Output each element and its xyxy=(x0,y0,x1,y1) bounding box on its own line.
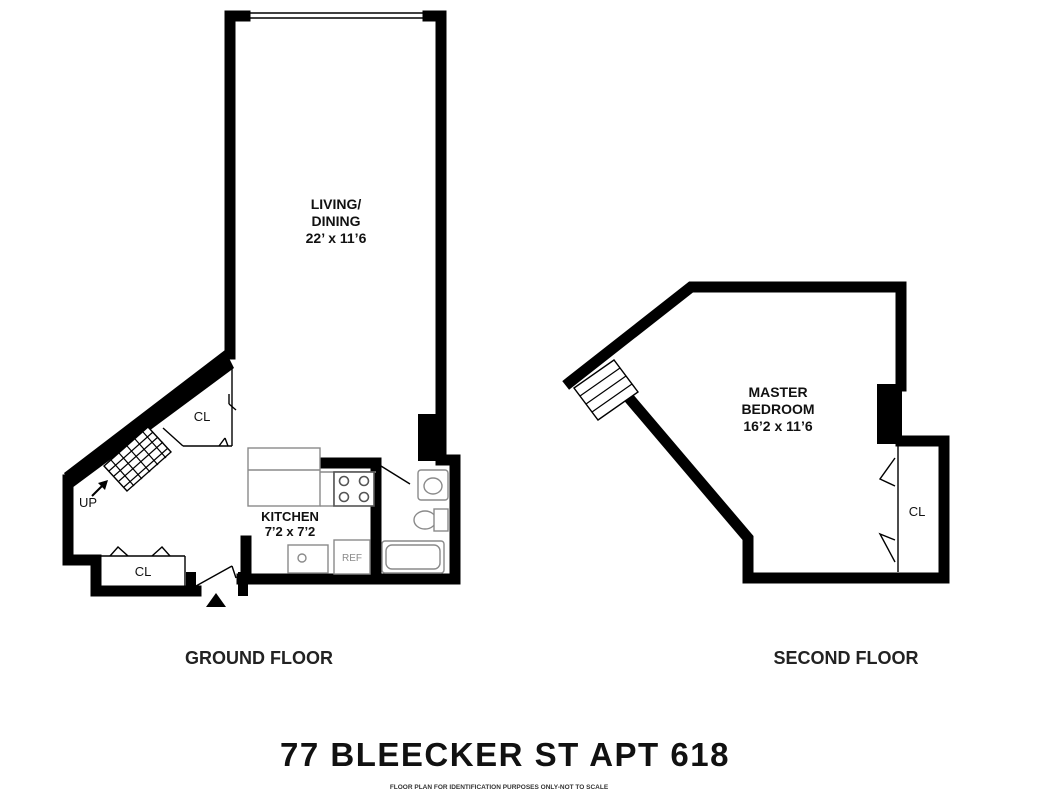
kitchen-dimensions: 7’2 x 7’2 xyxy=(265,524,316,539)
bathroom-sink xyxy=(417,469,449,501)
stove xyxy=(333,471,375,507)
bedroom-stairs xyxy=(573,359,639,421)
living-dining-dimensions: 22’ x 11’6 xyxy=(306,230,367,246)
stairs xyxy=(103,426,172,492)
living-room-left-wall xyxy=(224,10,251,360)
living-dining-name-line2: DINING xyxy=(312,213,361,229)
bedroom-lower-walls xyxy=(621,390,950,584)
second-floor-plan: CL MASTER BEDROOM 16’2 x 11’6 SECOND FLO… xyxy=(562,281,950,668)
kitchen-top-wall xyxy=(316,457,382,585)
bedroom-closet-label: CL xyxy=(909,504,926,519)
entry-jamb-left xyxy=(186,572,196,596)
ground-floor-plan: CL UP CL xyxy=(62,10,461,668)
entry-arrow-icon xyxy=(206,593,226,607)
entry-door xyxy=(195,565,237,587)
bathtub xyxy=(381,540,445,574)
stairs-up-arrow-icon xyxy=(91,480,108,497)
toilet xyxy=(413,508,449,532)
kitchen-sink xyxy=(287,544,329,574)
closet-lower-label: CL xyxy=(135,564,152,579)
living-room-right-wall xyxy=(422,10,447,466)
master-bedroom-dimensions: 16’2 x 11’6 xyxy=(743,418,813,434)
master-bedroom-name-line2: BEDROOM xyxy=(741,401,814,417)
refrigerator-label: REF xyxy=(342,553,362,564)
bedroom-column xyxy=(877,384,902,444)
kitchen-name: KITCHEN xyxy=(261,509,319,524)
front-wall-right xyxy=(236,454,461,585)
closet-lower xyxy=(96,546,186,586)
bedroom-upper-walls xyxy=(562,281,907,392)
diagonal-wall xyxy=(64,350,234,488)
window xyxy=(245,12,428,19)
bathroom-door xyxy=(380,465,411,485)
disclaimer-text: FLOOR PLAN FOR IDENTIFICATION PURPOSES O… xyxy=(390,784,609,791)
master-bedroom-name-line1: MASTER xyxy=(748,384,807,400)
closet-upper xyxy=(162,368,237,447)
ground-floor-label: GROUND FLOOR xyxy=(185,648,333,668)
bedroom-closet xyxy=(878,446,899,572)
left-perimeter-wall xyxy=(62,474,202,597)
structural-column xyxy=(418,414,441,461)
closet-upper-label: CL xyxy=(194,409,211,424)
refrigerator xyxy=(333,539,371,575)
second-floor-label: SECOND FLOOR xyxy=(773,648,918,668)
address-title: 77 BLEECKER ST APT 618 xyxy=(280,736,730,773)
living-dining-name-line1: LIVING/ xyxy=(311,196,362,212)
stairs-up-label: UP xyxy=(79,495,97,510)
